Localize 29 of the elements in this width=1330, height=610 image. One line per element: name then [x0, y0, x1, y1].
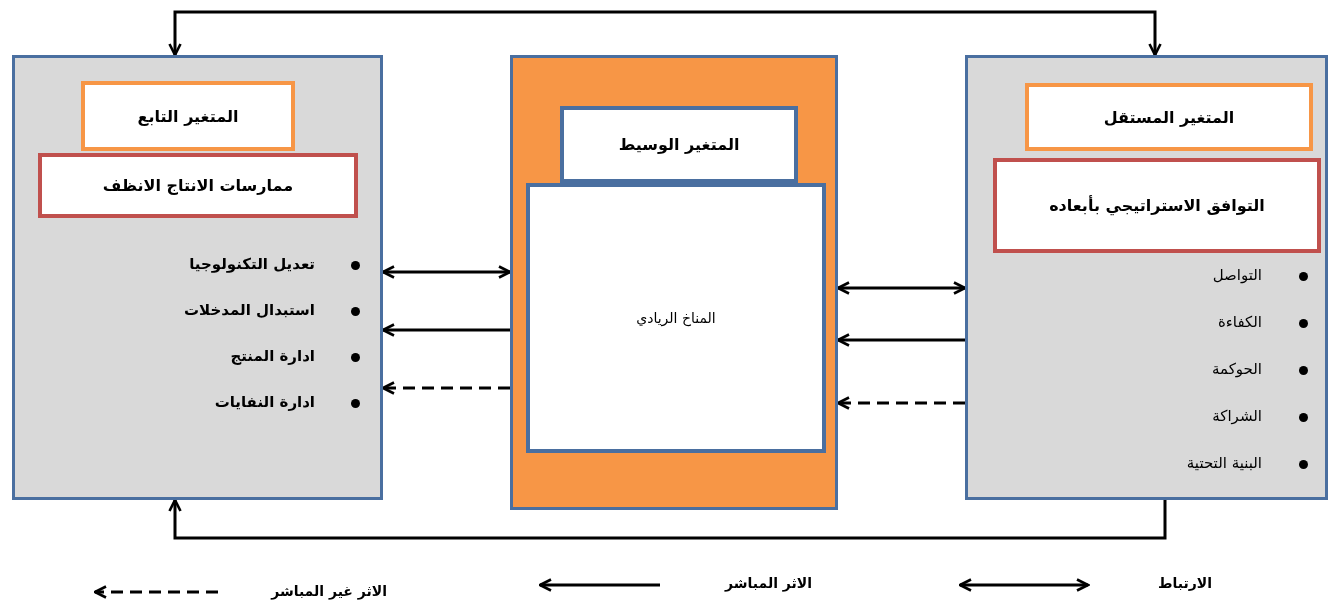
heading-box: المتغير المستقل: [1025, 83, 1313, 151]
arrow: [836, 396, 965, 410]
arrow: [381, 265, 512, 279]
heading-box: المتغير التابع: [81, 81, 295, 151]
list-item: البنية التحتية: [1186, 453, 1262, 473]
arrow: [381, 323, 510, 337]
panel-box: [510, 55, 838, 510]
list-item: استبدال المدخلات: [184, 300, 315, 320]
legend-label: الاثر المباشر: [725, 574, 812, 592]
arrow: [168, 498, 1167, 540]
list-item: ادارة المنتج: [230, 346, 315, 366]
list-item: تعديل التكنولوجيا: [189, 254, 315, 274]
heading-box: ممارسات الانتاج الانظف: [38, 153, 358, 218]
list-item: التواصل: [1212, 265, 1262, 285]
panel-box: [12, 55, 383, 500]
heading-box: المتغير الوسيط: [560, 106, 798, 183]
list-item: الحوكمة: [1211, 359, 1262, 379]
arrow: [836, 333, 965, 347]
content-box: المناخ الريادي: [526, 183, 826, 453]
arrow: [836, 281, 967, 295]
list-item: الكفاءة: [1217, 312, 1262, 332]
heading-box: التوافق الاستراتيجي بأبعاده: [993, 158, 1321, 253]
arrow: [168, 10, 1162, 57]
panel-box: [965, 55, 1328, 500]
list-item: ادارة النفايات: [214, 392, 315, 412]
list-item: الشراكة: [1212, 406, 1262, 426]
arrow: [381, 381, 510, 395]
legend-label: الارتباط: [1157, 574, 1212, 592]
legend-label: الاثر غير المباشر: [271, 582, 387, 600]
